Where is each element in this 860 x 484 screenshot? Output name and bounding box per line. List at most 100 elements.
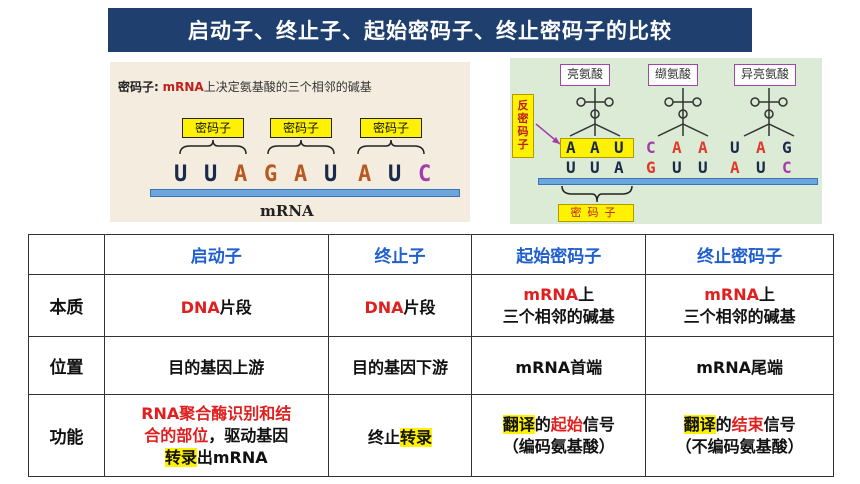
mrna-base: A	[294, 162, 308, 187]
cell-text: 信号	[763, 414, 796, 434]
cell-red: 起始	[550, 414, 583, 434]
anticodon-base: A	[756, 138, 766, 157]
cell: 目的基因下游	[327, 336, 473, 395]
anticodon-base: A	[566, 138, 576, 157]
mrna-base: A	[358, 162, 372, 187]
cell-text: （不编码氨基酸）	[675, 436, 804, 456]
codon-base: U	[590, 158, 600, 177]
brace-3	[357, 140, 425, 155]
codon-label-2: 密码子	[270, 118, 332, 138]
header-start-codon: 起始密码子	[471, 234, 647, 275]
cell-text: 的	[534, 414, 551, 434]
codon-base: U	[672, 158, 682, 177]
row-label: 本质	[28, 274, 105, 337]
cell: mRNA上三个相邻的碱基	[471, 274, 647, 337]
anticodon-arrow-icon	[535, 123, 561, 145]
cell: 目的基因上游	[103, 336, 329, 395]
trna-figure: 亮氨酸 缬氨酸 异亮氨酸 反密码子 A A U C A A U A G U U …	[510, 58, 822, 224]
brace-right	[561, 186, 633, 203]
amino-acid-2: 缬氨酸	[648, 64, 699, 86]
brace-1	[179, 140, 247, 155]
cell-red: DNA	[364, 297, 404, 317]
row-label: 功能	[28, 394, 105, 477]
anticodon-base: U	[614, 138, 624, 157]
codon-def-red: mRNA	[162, 80, 204, 94]
table-row: 功能 RNA聚合酶识别和结 合的部位，驱动基因 转录出mRNA 终止转录 翻译的…	[28, 394, 834, 477]
codon-label-right: 密码子	[558, 204, 634, 222]
mrna-strand	[150, 189, 460, 197]
mrna-base: U	[174, 162, 188, 187]
anticodon-base: A	[672, 138, 682, 157]
cell: mRNA尾端	[645, 336, 834, 395]
mrna-base: U	[324, 162, 338, 187]
cell-text: （编码氨基酸）	[502, 436, 615, 456]
cell-text: ，驱动基因	[208, 425, 289, 445]
codon-base: C	[782, 158, 792, 177]
mrna-strand-right	[538, 178, 818, 185]
anticodon-label: 反密码子	[512, 94, 534, 158]
cell: 终止转录	[327, 394, 473, 477]
cell-text: 上	[578, 284, 595, 304]
codon-def-rest: 上决定氨基酸的三个相邻的碱基	[203, 80, 372, 94]
cell-highlight: 转录	[400, 427, 433, 447]
brace-2	[267, 140, 335, 155]
cell-text: 终止	[367, 427, 400, 447]
cell-highlight: 转录	[164, 447, 197, 467]
anticodon-base: A	[590, 138, 600, 157]
mrna-base: U	[204, 162, 218, 187]
cell-text: 三个相邻的碱基	[502, 306, 615, 326]
cell: 翻译的结束信号 （不编码氨基酸）	[645, 394, 834, 477]
anticodon-base: U	[730, 138, 740, 157]
codon-label-3: 密码子	[360, 118, 422, 138]
cell-text: 片段	[403, 297, 436, 317]
mrna-base: A	[234, 162, 248, 187]
anticodon-base: G	[782, 138, 792, 157]
header-terminator: 终止子	[327, 234, 473, 275]
cell-text: 上	[758, 284, 775, 304]
codon-base: U	[756, 158, 766, 177]
cell-text: 三个相邻的碱基	[683, 306, 796, 326]
codon-definition: 密码子: mRNA上决定氨基酸的三个相邻的碱基	[118, 78, 372, 95]
table-row: 位置 目的基因上游 目的基因下游 mRNA首端 mRNA尾端	[28, 336, 834, 395]
cell-red: DNA	[180, 297, 220, 317]
codon-def-key: 密码子:	[118, 80, 159, 94]
table-header-row: 启动子 终止子 起始密码子 终止密码子	[28, 234, 834, 275]
anticodon-base: A	[698, 138, 708, 157]
comparison-table: 启动子 终止子 起始密码子 终止密码子 本质 DNA片段 DNA片段 mRNA上…	[28, 234, 834, 477]
cell: DNA片段	[327, 274, 473, 337]
mrna-codon-figure: 密码子: mRNA上决定氨基酸的三个相邻的碱基 密码子 密码子 密码子 U U …	[110, 62, 470, 222]
cell-red: RNA聚合酶识别和结	[141, 403, 292, 423]
cell-text: 的	[715, 414, 732, 434]
header-stop-codon: 终止密码子	[645, 234, 834, 275]
codon-base: G	[646, 158, 656, 177]
table-row: 本质 DNA片段 DNA片段 mRNA上三个相邻的碱基 mRNA上三个相邻的碱基	[28, 274, 834, 337]
cell-red: mRNA	[704, 284, 759, 304]
cell-text: 片段	[219, 297, 252, 317]
codon-base: A	[614, 158, 624, 177]
cell: RNA聚合酶识别和结 合的部位，驱动基因 转录出mRNA	[103, 394, 329, 477]
cell: mRNA首端	[471, 336, 647, 395]
cell-red: 合的部位	[144, 425, 209, 445]
cell-text: 出mRNA	[196, 447, 268, 467]
page-title: 启动子、终止子、起始密码子、终止密码子的比较	[108, 8, 752, 52]
cell: mRNA上三个相邻的碱基	[645, 274, 834, 337]
mrna-base: U	[388, 162, 402, 187]
row-label: 位置	[28, 336, 105, 395]
cell-red: 结束	[731, 414, 764, 434]
mrna-base: C	[418, 162, 432, 187]
cell-text: 信号	[582, 414, 615, 434]
amino-acid-3: 异亮氨酸	[734, 64, 797, 86]
trna-molecules-icon	[569, 88, 795, 137]
header-blank	[28, 234, 105, 275]
cell: DNA片段	[103, 274, 329, 337]
codon-base: A	[730, 158, 740, 177]
mrna-base: G	[264, 162, 278, 187]
anticodon-base: C	[646, 138, 656, 157]
anticodon-highlight	[560, 138, 634, 158]
amino-acid-1: 亮氨酸	[560, 64, 611, 86]
cell-highlight: 翻译	[502, 414, 535, 434]
mrna-label: mRNA	[260, 202, 314, 220]
header-promoter: 启动子	[103, 234, 329, 275]
codon-base: U	[566, 158, 576, 177]
codon-label-1: 密码子	[182, 118, 244, 138]
